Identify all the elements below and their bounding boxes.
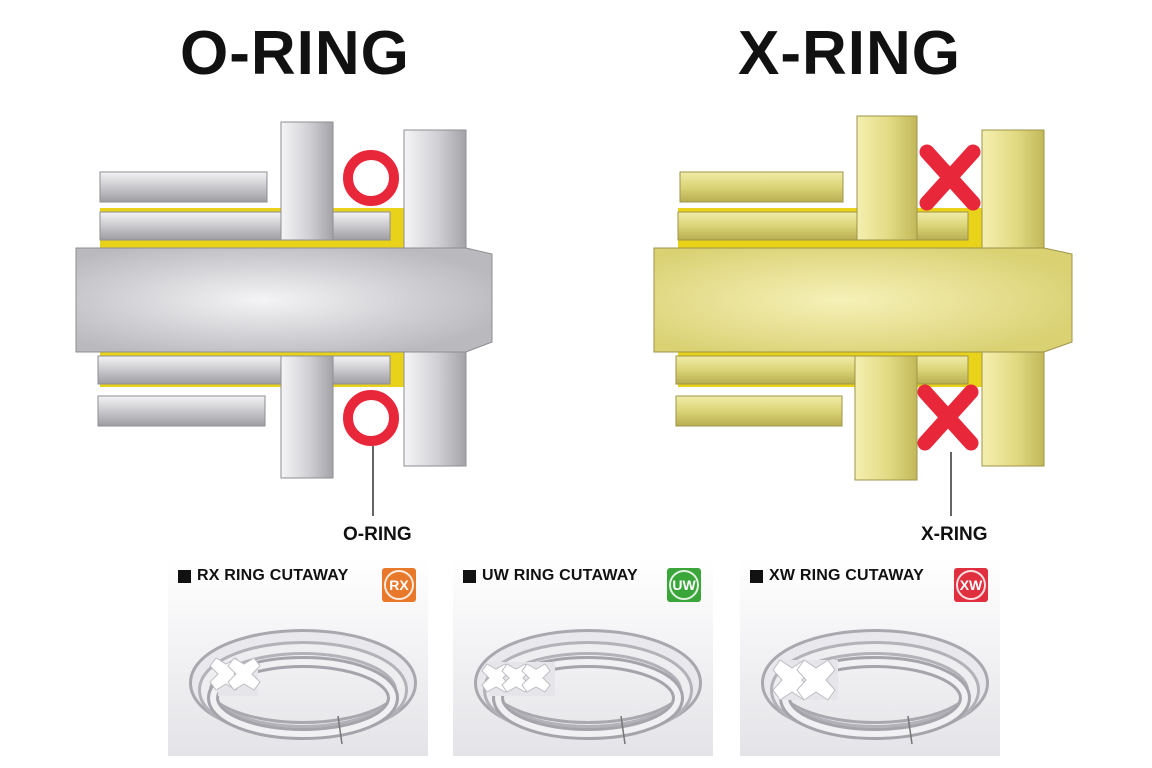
o-ring-outer-plate-top	[99, 171, 268, 203]
o-ring-title: O-RING	[180, 19, 410, 88]
xw-badge: XW	[954, 568, 988, 602]
bullet-square-icon	[750, 569, 763, 583]
o-ring-bushing-top	[99, 211, 391, 241]
bullet-square-icon	[463, 569, 476, 583]
o-ring-side-plate-outer-bottom	[403, 347, 467, 467]
x-ring-outer-plate-bottom	[675, 395, 843, 427]
x-ring-side-plate-inner-bottom	[854, 355, 918, 481]
x-ring-seal-bottom	[917, 384, 979, 451]
xw-ring-cutaway-panel: XW RING CUTAWAY XW	[740, 558, 1000, 756]
o-ring-bushing-bottom	[97, 355, 391, 385]
x-ring-side-plate-outer-top	[981, 129, 1045, 249]
panel-label: XW RING CUTAWAY	[769, 567, 925, 584]
o-ring-side-plate-outer-top	[403, 129, 467, 249]
uw-badge: UW	[667, 568, 701, 602]
rx-badge-text: RX	[384, 570, 414, 600]
o-ring-seal-bottom	[343, 390, 399, 446]
uw-ring-cutaway-panel: UW RING CUTAWAY UW	[453, 558, 713, 756]
uw-ring-cutaway-image	[474, 629, 702, 745]
o-ring-pin	[75, 247, 493, 353]
rx-ring-cutaway-image	[189, 629, 417, 745]
x-ring-seal-top	[919, 144, 981, 211]
xw-badge-text: XW	[956, 570, 986, 600]
o-ring-diagram	[75, 121, 493, 516]
uw-badge-text: UW	[669, 570, 699, 600]
x-ring-bushing-bottom	[675, 355, 969, 385]
x-ring-diagram	[653, 115, 1073, 516]
rx-badge: RX	[382, 568, 416, 602]
o-ring-callout-label: O-RING	[343, 524, 412, 545]
xw-ring-cutaway-image	[761, 629, 989, 745]
x-ring-side-plate-outer-bottom	[981, 347, 1045, 467]
rx-ring-cutaway-panel: RX RING CUTAWAY RX	[168, 558, 428, 756]
chain-cross-section-diagrams	[75, 115, 1073, 516]
o-ring-seal-top	[343, 150, 399, 206]
x-ring-side-plate-inner-top	[856, 115, 918, 241]
x-ring-bushing-top	[677, 211, 969, 241]
x-ring-outer-plate-top	[679, 171, 844, 203]
panel-label: RX RING CUTAWAY	[197, 567, 349, 584]
x-ring-callout-label: X-RING	[921, 524, 988, 545]
o-ring-side-plate-inner-bottom	[280, 355, 334, 479]
panel-label: UW RING CUTAWAY	[482, 567, 638, 584]
x-ring-pin	[653, 247, 1073, 353]
bullet-square-icon	[178, 569, 191, 583]
o-ring-outer-plate-bottom	[97, 395, 266, 427]
x-ring-title: X-RING	[738, 19, 961, 88]
o-ring-side-plate-inner-top	[280, 121, 334, 241]
